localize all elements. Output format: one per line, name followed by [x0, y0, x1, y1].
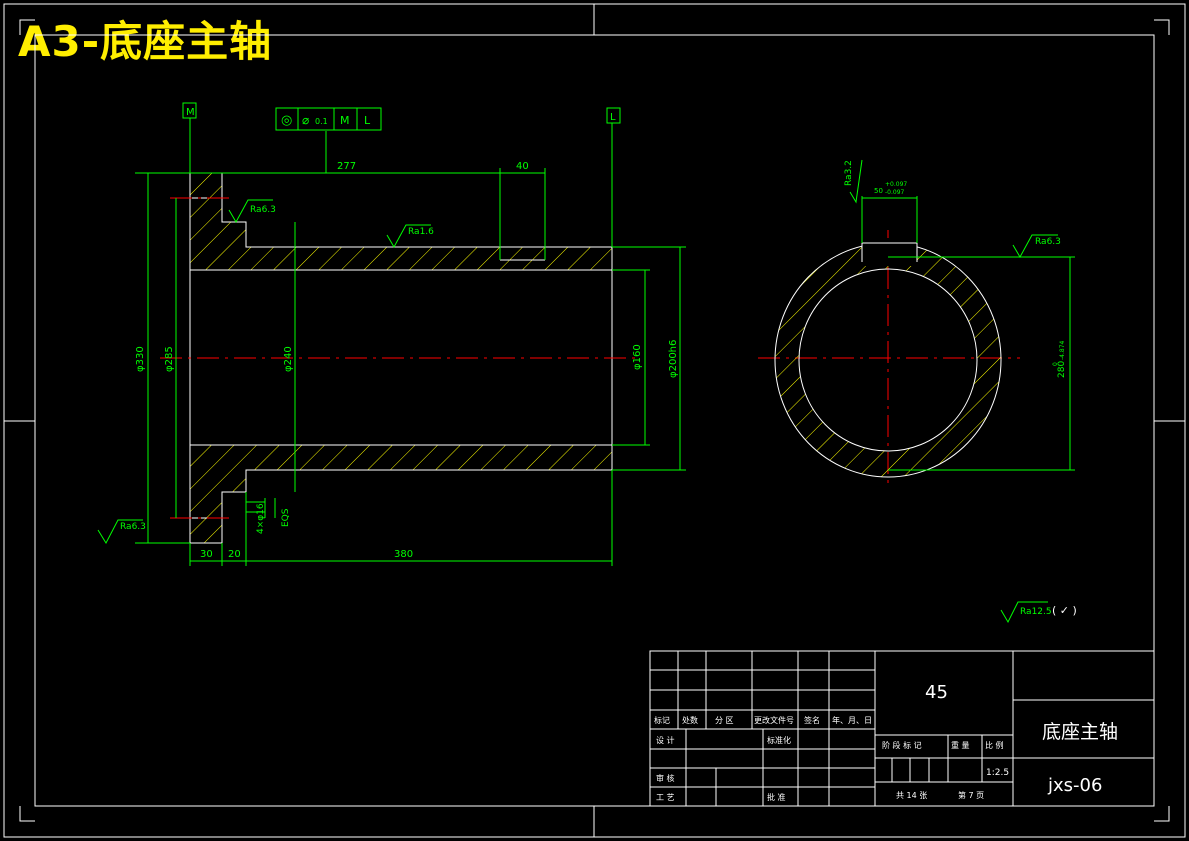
dim-eqs: EQS — [281, 508, 291, 527]
dim-30: 30 — [200, 549, 213, 560]
front-view — [774, 238, 1002, 478]
datum-frames — [182, 102, 621, 131]
rough-1: Ra6.3 — [250, 205, 276, 215]
tb-design: 设 计 — [656, 735, 675, 745]
dim-40: 40 — [516, 161, 529, 172]
tb-approve: 批 准 — [767, 792, 786, 802]
dim-277: 277 — [337, 161, 356, 172]
center-lines — [160, 197, 1020, 519]
tol-diam: ⌀ — [302, 113, 309, 127]
dim-holes: 4×φ16 — [256, 503, 266, 534]
tb-part-name: 底座主轴 — [1042, 721, 1118, 743]
tb-process: 工 艺 — [656, 793, 675, 802]
tb-total: 共 14 张 — [896, 791, 927, 800]
keyway-lower: -0.097 — [885, 189, 905, 196]
tb-page: 第 7 页 — [958, 790, 984, 800]
tb-h-mark: 标记 — [654, 715, 670, 725]
dim-380: 380 — [394, 549, 413, 560]
tb-h-sign: 签名 — [804, 715, 820, 725]
keyway-width: 50 — [874, 187, 883, 195]
tb-review: 审 核 — [656, 773, 675, 783]
keyway-depth: 280 — [1057, 361, 1067, 378]
dim-200h6: φ200h6 — [668, 340, 679, 378]
dim-20: 20 — [228, 549, 241, 560]
rough-general-paren: ( ✓ ) — [1052, 604, 1077, 617]
rough-2: Ra1.6 — [408, 227, 434, 237]
dim-330: φ330 — [135, 346, 146, 372]
rough-4: Ra3.2 — [844, 160, 854, 186]
drawing-frame — [3, 3, 1186, 838]
roughness-symbols — [97, 159, 1058, 624]
tb-h-count: 处数 — [682, 715, 698, 725]
tb-h-zone: 分 区 — [715, 716, 734, 725]
tol-value: 0.1 — [315, 117, 328, 126]
datum-l-label: L — [610, 112, 616, 123]
tb-scale: 1:2.5 — [986, 768, 1009, 778]
tb-drawing-no: jxs-06 — [1047, 775, 1102, 796]
dim-240: φ240 — [283, 346, 294, 372]
dimension-lines — [135, 118, 686, 566]
tol-symbol: ◎ — [281, 113, 292, 128]
tb-h-date: 年、月、日 — [832, 715, 872, 725]
tol-l: L — [364, 114, 371, 127]
tb-standard: 标准化 — [767, 735, 791, 745]
tb-weight: 重 量 — [951, 740, 970, 750]
rough-5: Ra6.3 — [1035, 237, 1061, 247]
tb-h-doc: 更改文件号 — [754, 715, 794, 725]
drawing-title: A3-底座主轴 — [18, 17, 273, 66]
front-dimensions — [861, 196, 1075, 471]
tb-material: 45 — [925, 682, 948, 703]
dim-285: φ285 — [164, 346, 175, 372]
datum-m-label: M — [186, 107, 195, 118]
keyway-upper: +0.097 — [885, 181, 907, 188]
rough-general: Ra12.5 — [1020, 607, 1052, 617]
tb-ratio: 比 例 — [985, 740, 1004, 750]
dim-160: φ160 — [632, 344, 643, 370]
rough-3: Ra6.3 — [120, 522, 146, 532]
tol-m: M — [340, 114, 350, 127]
tb-stage: 阶 段 标 记 — [882, 740, 922, 750]
keyway-depth-lower: -4.874 — [1059, 340, 1066, 360]
keyway-depth-upper: 0 — [1052, 362, 1059, 366]
title-block — [649, 650, 1155, 807]
